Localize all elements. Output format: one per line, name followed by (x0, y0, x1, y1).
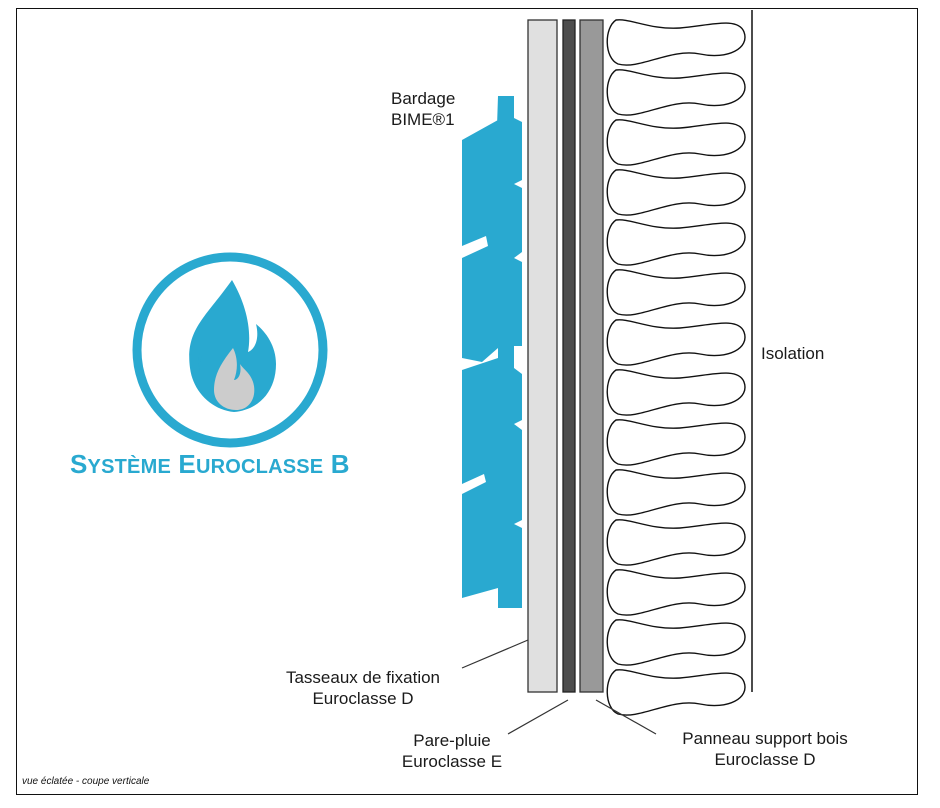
title-b: B (330, 449, 350, 479)
insulation (606, 10, 753, 716)
insulation-loop (606, 569, 746, 616)
view-caption: vue éclatée - coupe verticale (22, 776, 150, 787)
pare-pluie-label-line1: Pare-pluie (413, 731, 491, 750)
panneau-label-line1: Panneau support bois (682, 729, 848, 748)
cladding-boards (462, 96, 522, 608)
tasseaux-label-line1: Tasseaux de fixation (285, 668, 441, 687)
tasseaux-label-line2: Euroclasse D (312, 689, 414, 708)
title-ysteme: YSTÈME (87, 456, 171, 478)
insulation-loop (606, 669, 746, 716)
bardage-label: Bardage BIME®1 (391, 88, 455, 130)
title-s: S (70, 449, 88, 479)
bardage-label-line1: Bardage (391, 89, 456, 108)
panneau-label-line2: Euroclasse D (714, 750, 816, 769)
insulation-loop (606, 519, 746, 566)
insulation-loop (606, 619, 746, 666)
insulation-loop (606, 469, 746, 516)
bardage-label-line2: BIME®1 (391, 110, 455, 129)
insulation-loop (606, 69, 746, 116)
pare-pluie-leader (507, 699, 569, 735)
isolation-label: Isolation (761, 344, 825, 363)
insulation-loop (606, 369, 746, 416)
insulation-loop (606, 419, 746, 466)
badge-circle (132, 252, 328, 448)
flame-icon (189, 280, 276, 412)
tasseaux-label: Tasseaux de fixation Euroclasse D (265, 667, 461, 709)
panneau-label: Panneau support bois Euroclasse D (659, 728, 871, 770)
rain-barrier (562, 19, 576, 693)
batten (527, 19, 558, 693)
diagram-frame (16, 8, 918, 795)
title-e: E (178, 449, 196, 479)
tasseaux-leader (461, 639, 529, 669)
title-uroclasse: UROCLASSE (195, 456, 324, 478)
insulation-loop (606, 169, 746, 216)
euroclass-title: SYSTÈME EUROCLASSE B (70, 448, 350, 483)
insulation-loop (606, 219, 746, 266)
insulation-loop (606, 19, 746, 66)
pare-pluie-label: Pare-pluie Euroclasse E (388, 730, 516, 772)
pare-pluie-label-line2: Euroclasse E (401, 752, 503, 771)
insulation-loop (606, 269, 746, 316)
wood-panel (579, 19, 604, 693)
panneau-leader (595, 699, 657, 735)
insulation-loop (606, 119, 746, 166)
insulation-loop (606, 319, 746, 366)
